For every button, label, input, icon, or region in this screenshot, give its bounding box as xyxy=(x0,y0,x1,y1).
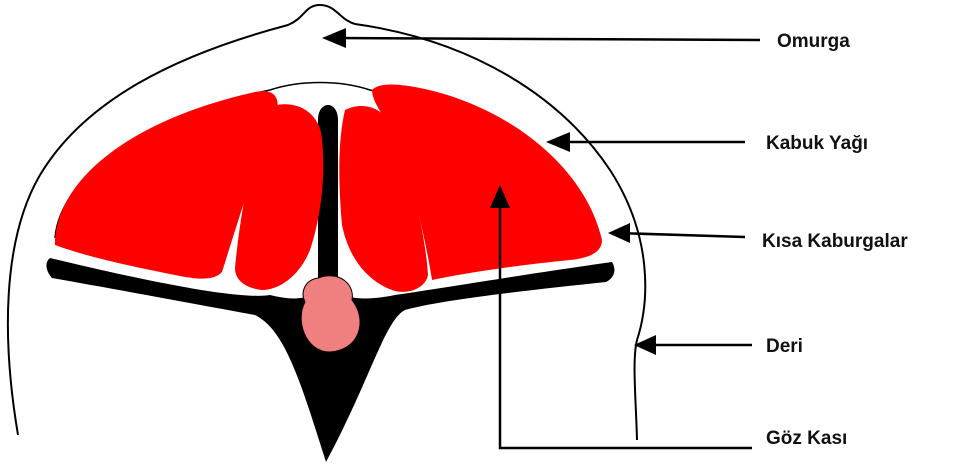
label-back-fat: Kabuk Yağı xyxy=(766,133,868,154)
back-fat-arrowhead xyxy=(546,132,570,152)
spinal-cord xyxy=(301,276,360,352)
short-ribs-pointer-line xyxy=(617,233,745,237)
spine-pointer-line xyxy=(332,38,760,40)
label-short-ribs: Kısa Kaburgalar xyxy=(762,231,908,252)
spine-arrowhead xyxy=(322,28,346,48)
short-ribs-arrowhead xyxy=(608,223,630,243)
label-skin: Deri xyxy=(766,336,803,357)
label-spine: Omurga xyxy=(777,31,850,52)
label-eye-muscle: Göz Kası xyxy=(766,428,847,449)
